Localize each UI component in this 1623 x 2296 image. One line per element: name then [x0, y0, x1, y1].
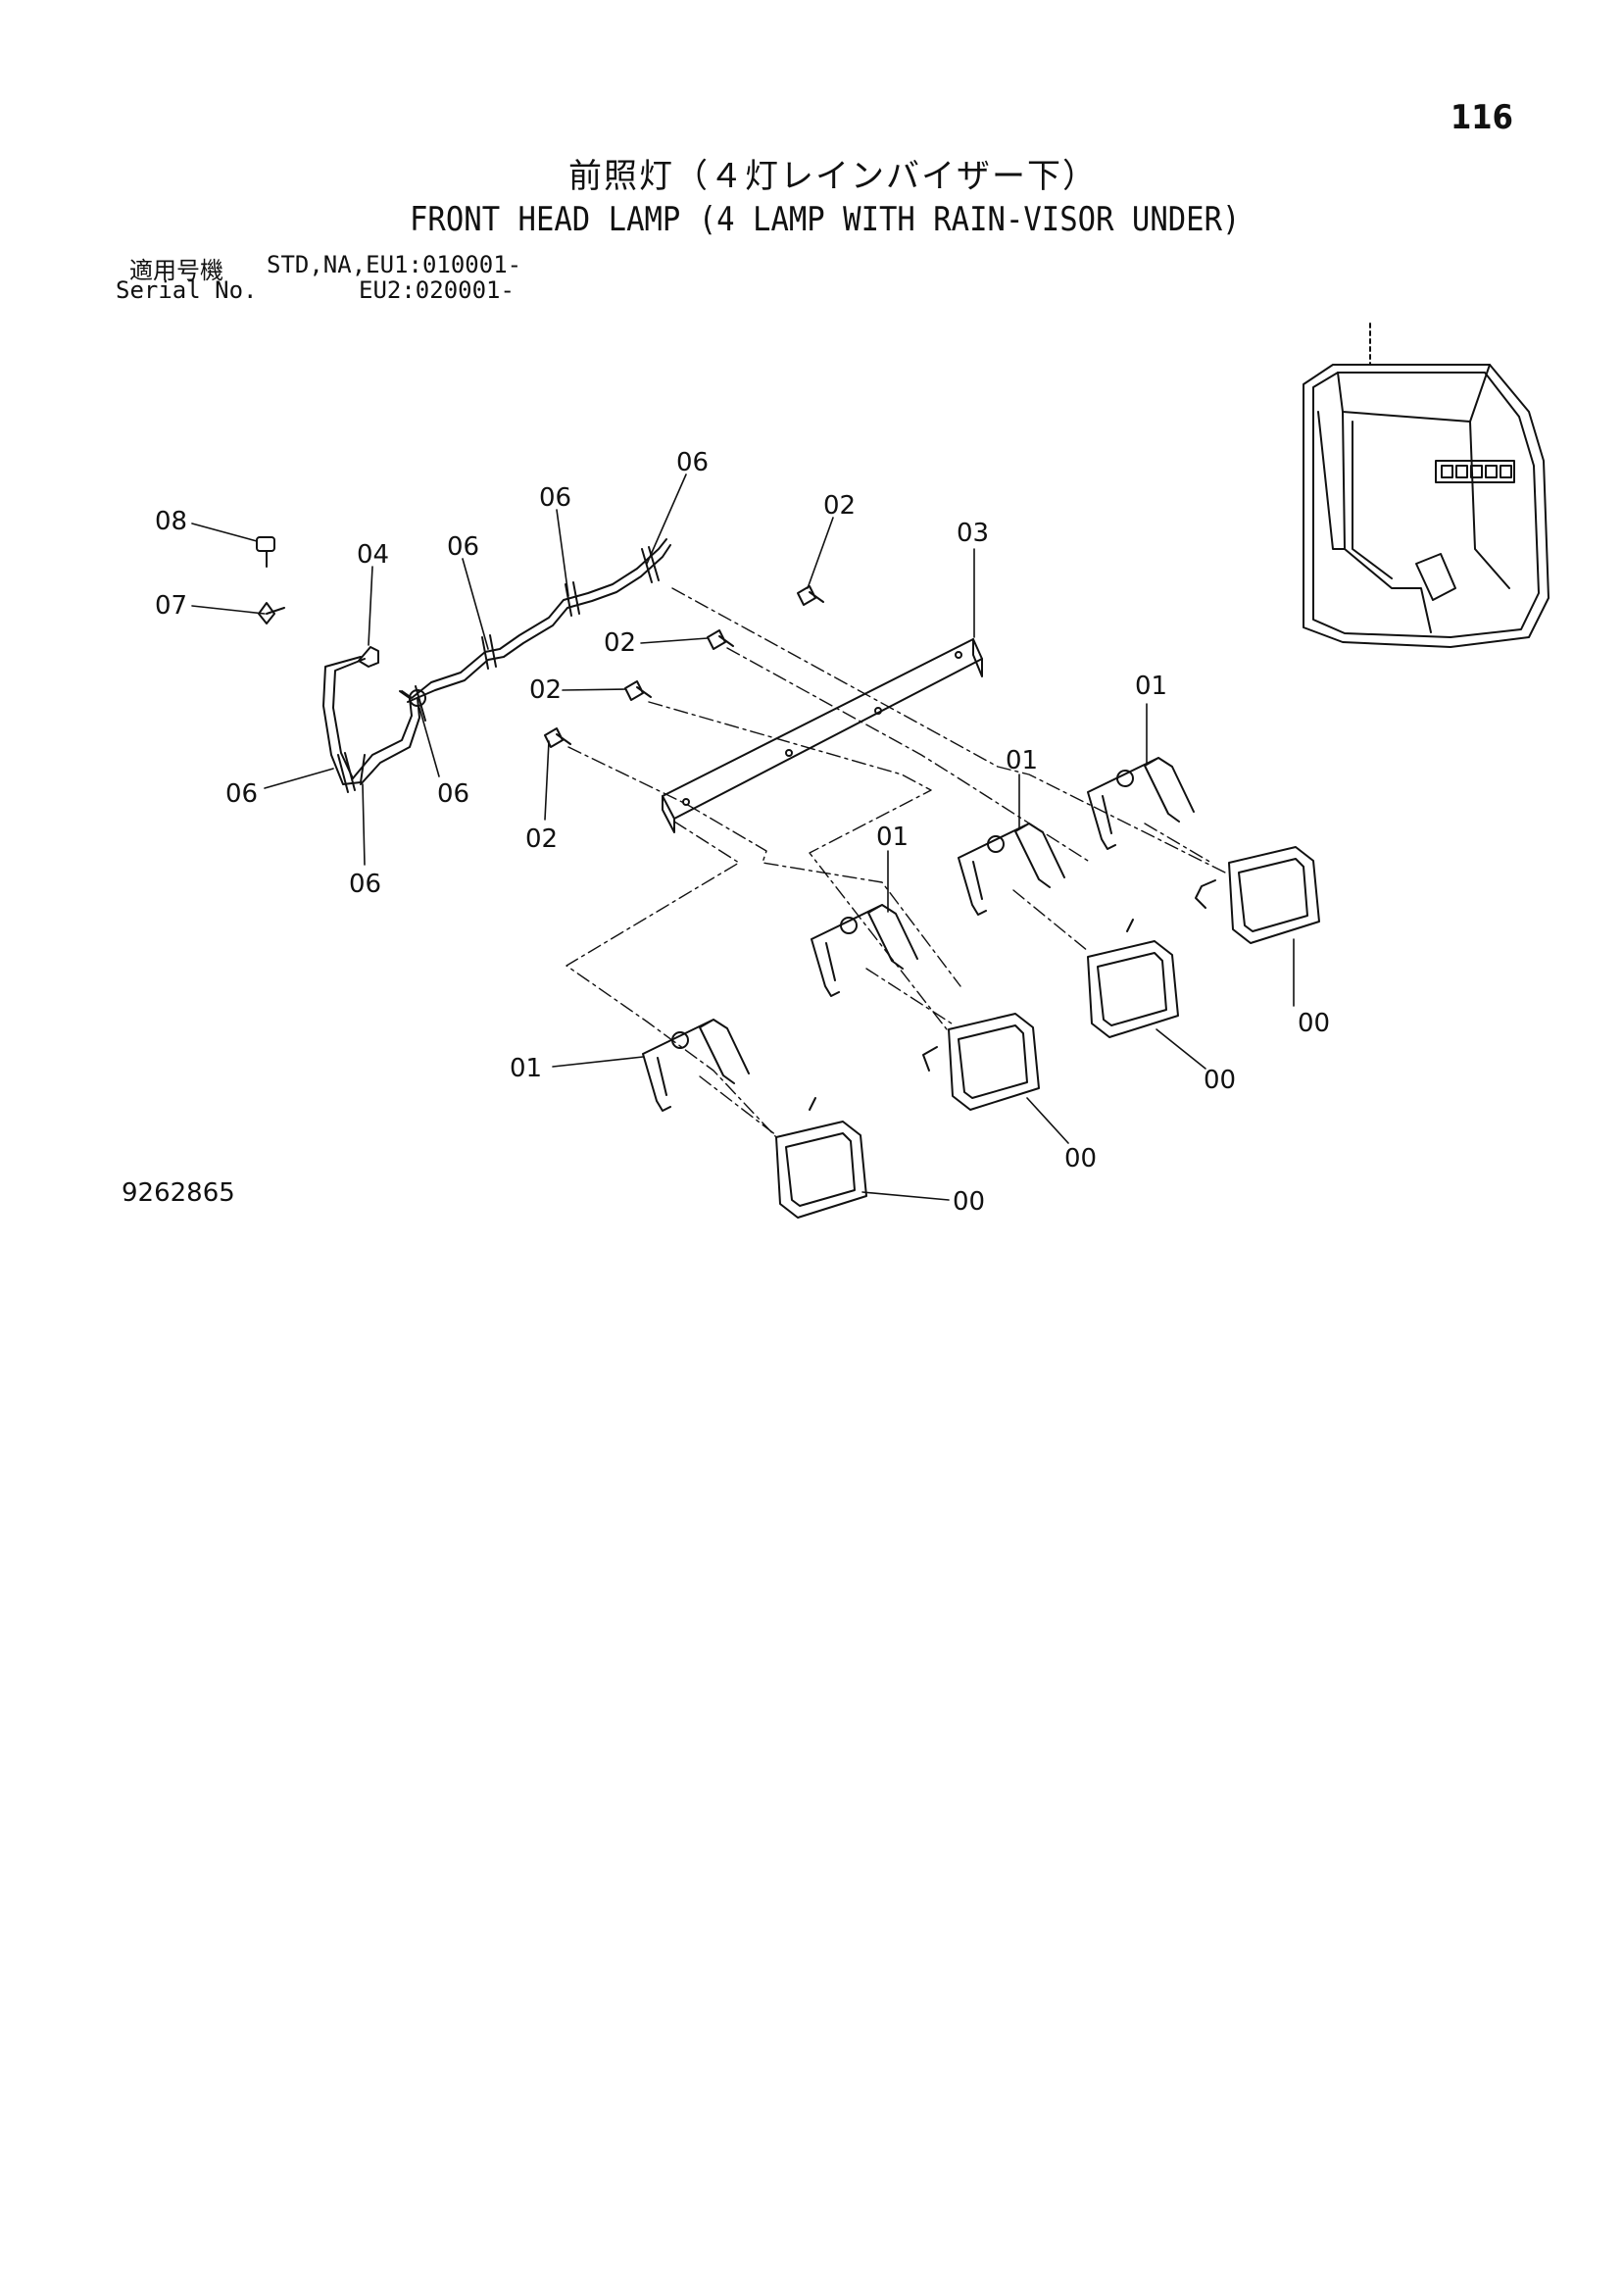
- callout-00-d: 00: [953, 1187, 985, 1217]
- serial-label-english: Serial No.: [116, 276, 258, 304]
- lamp-brackets: [642, 757, 1195, 1112]
- callout-01-c: 01: [876, 823, 909, 852]
- callout-01-a: 01: [1135, 672, 1167, 701]
- callout-01-d: 01: [510, 1054, 542, 1083]
- cab-thumbnail: [1303, 323, 1549, 648]
- callout-00-a: 00: [1298, 1009, 1330, 1038]
- title-japanese: 前照灯（４灯レインバイザー下）: [568, 157, 1098, 196]
- wiring-harness: [322, 538, 671, 793]
- serial-label-japanese: 適用号機: [129, 257, 223, 284]
- bolts: [544, 585, 824, 748]
- callout-07: 07: [155, 591, 187, 621]
- callout-01-b: 01: [1006, 746, 1038, 775]
- callout-06-b: 06: [539, 483, 571, 513]
- assembly-lines: [566, 587, 1230, 1138]
- title-english: FRONT HEAD LAMP (4 LAMP WITH RAIN-VISOR …: [410, 200, 1241, 239]
- callout-04: 04: [357, 540, 389, 570]
- callout-06-a: 06: [447, 532, 479, 562]
- callout-06-d: 06: [225, 779, 258, 809]
- page-number: 116: [1451, 98, 1513, 137]
- callout-00-c: 00: [1064, 1144, 1097, 1173]
- callout-02-a: 02: [823, 491, 856, 521]
- callout-02-c: 02: [529, 675, 562, 705]
- callout-02-b: 02: [604, 628, 636, 658]
- callout-02-d: 02: [525, 824, 558, 854]
- serial-value-1: STD,NA,EU1:010001-: [267, 251, 522, 278]
- callout-06-c: 06: [676, 448, 709, 477]
- callout-00-b: 00: [1204, 1066, 1236, 1095]
- bracket-plate: [662, 638, 983, 833]
- callout-06-f: 06: [349, 870, 381, 899]
- callouts: 08 07 04 06 06 06 06 06 06 02 02 02 02 0…: [155, 448, 1330, 1217]
- callout-03: 03: [957, 519, 989, 548]
- serial-value-2: EU2:020001-: [359, 276, 515, 304]
- callout-06-e: 06: [437, 779, 469, 809]
- fasteners: [256, 536, 285, 624]
- head-lamps: [775, 846, 1320, 1219]
- callout-08: 08: [155, 507, 187, 536]
- drawing-number: 9262865: [122, 1178, 235, 1208]
- leader-lines: [191, 474, 1295, 1201]
